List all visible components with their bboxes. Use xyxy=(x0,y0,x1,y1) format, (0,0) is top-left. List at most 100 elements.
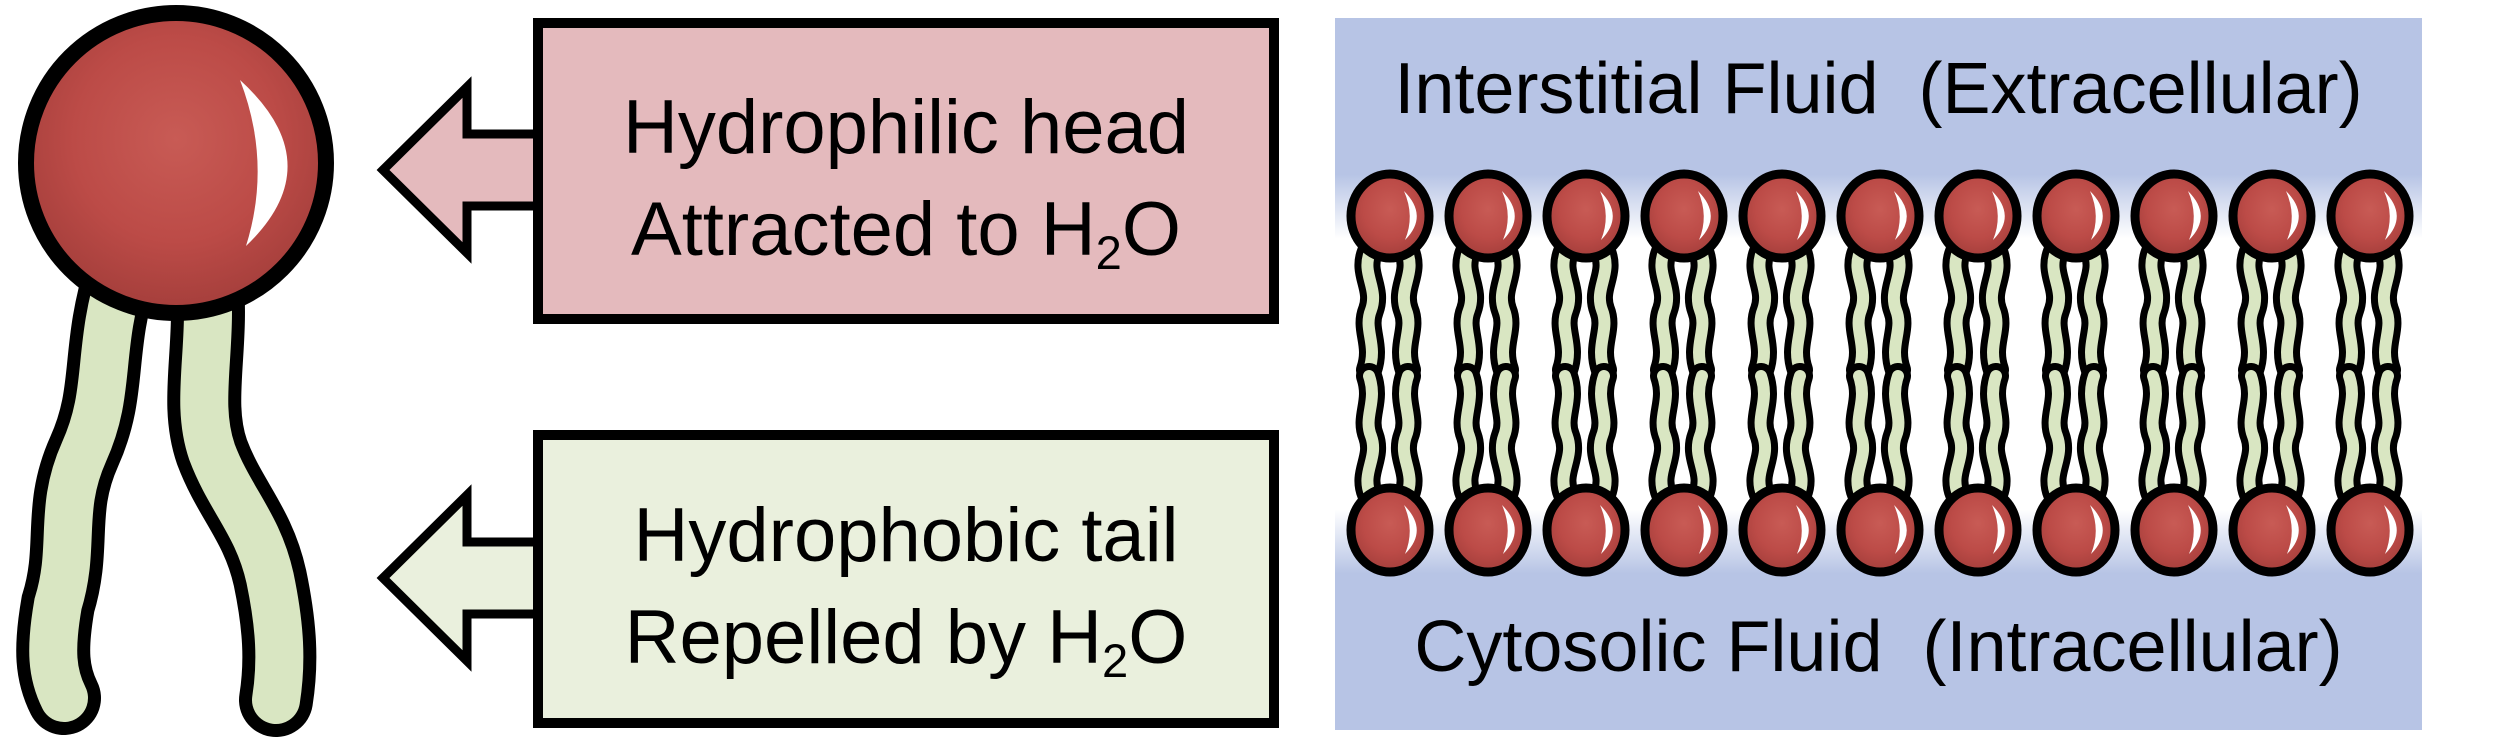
lipid-head xyxy=(1346,169,1434,263)
lipid-head xyxy=(1640,483,1728,577)
lipid-bilayer xyxy=(1346,169,2414,577)
lipid-tail xyxy=(1887,370,1906,500)
lipid-tail xyxy=(1397,370,1416,500)
lipid-head xyxy=(1640,169,1728,263)
head-callout-arrow xyxy=(376,76,550,264)
lipid-head xyxy=(2130,169,2218,263)
formula-subscript: 2 xyxy=(1102,634,1129,688)
lipid-tail xyxy=(1789,246,1808,376)
lipid-head-highlight xyxy=(2286,191,2299,240)
lipid-head-highlight xyxy=(1600,191,1613,240)
lipid-head xyxy=(2032,169,2120,263)
lipid-tail xyxy=(1851,370,1870,500)
lipid-head-highlight xyxy=(1698,191,1711,240)
lipid-tail xyxy=(2341,246,2360,376)
lipid-tail xyxy=(1691,370,1710,500)
lipid-head-highlight xyxy=(1502,505,1515,554)
lipid-head-highlight xyxy=(2090,191,2103,240)
lipid-tail xyxy=(1985,246,2004,376)
lipid-tail xyxy=(1557,246,1576,376)
lipid-tail xyxy=(1949,246,1968,376)
lipid-tail xyxy=(2243,370,2262,500)
lipid-tail xyxy=(2145,370,2164,500)
molecule-tail-left xyxy=(29,246,146,722)
lipid-tail xyxy=(2377,370,2396,500)
head-callout-line1: Hydrophilic head xyxy=(622,84,1190,170)
lipid-tail xyxy=(2341,370,2360,500)
lipid-tail xyxy=(1495,246,1514,376)
lipid-tail xyxy=(1655,370,1674,500)
lipid-tail xyxy=(2047,246,2066,376)
extracellular-label: Interstitial Fluid (Extracellular) xyxy=(1394,49,2363,129)
lipid-tail xyxy=(2145,246,2164,376)
lipid-head-highlight xyxy=(1600,505,1613,554)
lipid-tail xyxy=(1789,370,1808,500)
formula-suffix: O xyxy=(1121,187,1181,273)
lipid-tail xyxy=(1459,370,1478,500)
molecule-tail-right xyxy=(180,248,304,724)
lipid-tail xyxy=(1985,370,2004,500)
lipid-tail xyxy=(1753,370,1772,500)
lipid-tail xyxy=(2279,246,2298,376)
lipid-head xyxy=(2326,169,2414,263)
lipid-head-highlight xyxy=(2188,505,2201,554)
lipid-head xyxy=(1444,169,1532,263)
lipid-head-highlight xyxy=(1894,191,1907,240)
lipid-head-highlight xyxy=(2286,505,2299,554)
lipid-head xyxy=(1444,483,1532,577)
lipid-tail xyxy=(2243,246,2262,376)
lipid-head-highlight xyxy=(2090,505,2103,554)
formula-prefix: Repelled by H xyxy=(624,595,1103,681)
tail-callout-line2: Repelled by H2O xyxy=(624,595,1188,688)
lipid-tail xyxy=(1557,370,1576,500)
lipid-head xyxy=(1542,483,1630,577)
tail-callout-line1: Hydrophobic tail xyxy=(633,492,1179,578)
lipid-head xyxy=(1934,483,2022,577)
lipid-head xyxy=(1738,483,1826,577)
lipid-head xyxy=(2228,483,2316,577)
lipid-tail xyxy=(1361,246,1380,376)
lipid-head-highlight xyxy=(1796,191,1809,240)
formula-subscript: 2 xyxy=(1095,226,1122,280)
lipid-head-highlight xyxy=(1698,505,1711,554)
lipid-tail xyxy=(1691,246,1710,376)
lipid-tail xyxy=(2279,370,2298,500)
lipid-head-highlight xyxy=(1992,191,2005,240)
lipid-head-highlight xyxy=(1796,505,1809,554)
lipid-head-highlight xyxy=(1894,505,1907,554)
lipid-head xyxy=(2130,483,2218,577)
lipid-head xyxy=(2326,483,2414,577)
lipid-tail xyxy=(1593,370,1612,500)
lipid-head-highlight xyxy=(1502,191,1515,240)
head-callout-box: Hydrophilic head Attracted to H2O xyxy=(533,18,1279,324)
lipid-tail xyxy=(2083,246,2102,376)
intracellular-label: Cytosolic Fluid (Intracellular) xyxy=(1414,607,2343,687)
lipid-head-highlight xyxy=(1404,191,1417,240)
lipid-tail xyxy=(1753,246,1772,376)
formula-prefix: Attracted to H xyxy=(631,187,1096,273)
lipid-head-highlight xyxy=(1992,505,2005,554)
lipid-tail xyxy=(2047,370,2066,500)
lipid-tail xyxy=(1361,370,1380,500)
tail-callout-box: Hydrophobic tail Repelled by H2O xyxy=(533,430,1279,728)
tail-callout-arrow xyxy=(376,484,550,672)
lipid-head xyxy=(2032,483,2120,577)
lipid-head xyxy=(1738,169,1826,263)
lipid-tail xyxy=(1495,370,1514,500)
head-callout-line2: Attracted to H2O xyxy=(631,187,1181,280)
lipid-tail xyxy=(1459,246,1478,376)
molecule-head-highlight xyxy=(240,80,288,246)
lipid-head xyxy=(1836,483,1924,577)
lipid-tail xyxy=(1397,246,1416,376)
lipid-head-highlight xyxy=(2384,505,2397,554)
lipid-tail xyxy=(1851,246,1870,376)
lipid-head xyxy=(1346,483,1434,577)
lipid-tail xyxy=(1655,246,1674,376)
lipid-head xyxy=(2228,169,2316,263)
lipid-head xyxy=(1836,169,1924,263)
lipid-head-highlight xyxy=(1404,505,1417,554)
lipid-tail xyxy=(1949,370,1968,500)
lipid-tail xyxy=(1593,246,1612,376)
